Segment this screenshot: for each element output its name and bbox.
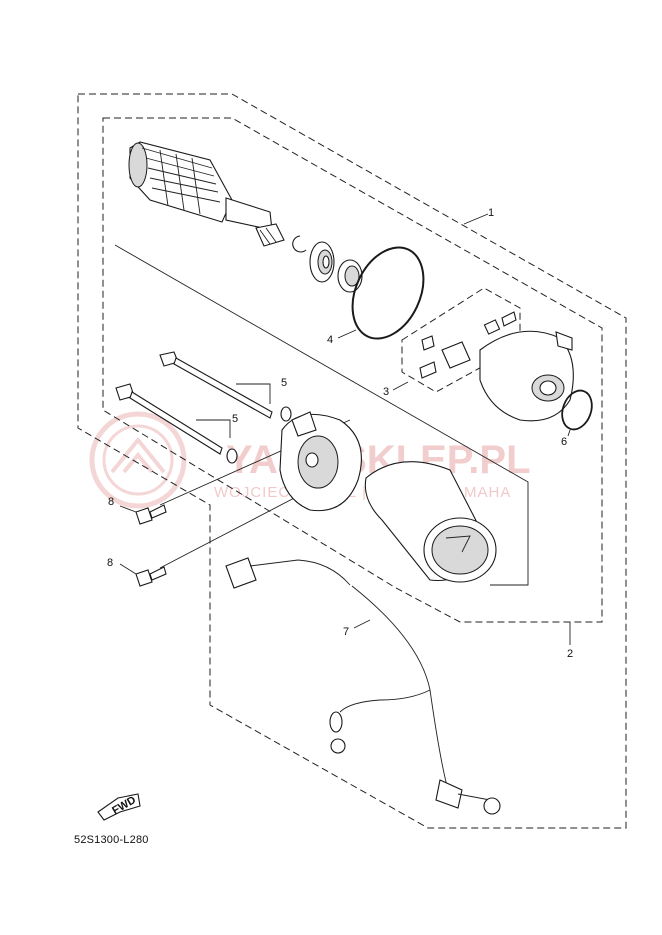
fwd-arrow-icon: FWD bbox=[97, 793, 141, 821]
callout-1: 1 bbox=[488, 207, 494, 219]
bolt-small-lower bbox=[135, 566, 167, 587]
callouts: 1 2 3 4 5 5 6 7 8 8 bbox=[107, 207, 573, 660]
guide-line-bolt-lower bbox=[159, 494, 301, 569]
fwd-label: FWD bbox=[110, 794, 138, 817]
o-ring-small bbox=[561, 389, 593, 431]
armature bbox=[128, 141, 285, 247]
callout-8-lower: 8 bbox=[107, 557, 113, 569]
long-bolt-lower bbox=[115, 383, 238, 464]
brush-holder-set bbox=[419, 311, 517, 379]
callout-8-upper: 8 bbox=[108, 496, 114, 508]
assembly-boundary-outer bbox=[77, 93, 627, 829]
callout-5-upper: 5 bbox=[281, 377, 287, 389]
bolt-small-upper bbox=[135, 504, 167, 525]
o-ring-large bbox=[351, 246, 425, 340]
callout-2: 2 bbox=[567, 648, 573, 660]
oil-seal bbox=[337, 259, 363, 293]
bearing bbox=[309, 241, 335, 283]
watermark-logo bbox=[89, 411, 187, 509]
callout-5-lower: 5 bbox=[232, 413, 238, 425]
rear-cover bbox=[479, 330, 574, 422]
callout-7: 7 bbox=[343, 626, 349, 638]
callout-4: 4 bbox=[327, 334, 333, 346]
wire-lead bbox=[225, 557, 501, 815]
callout-3: 3 bbox=[383, 386, 389, 398]
long-bolt-upper bbox=[159, 351, 292, 422]
guide-line-armature bbox=[114, 244, 529, 586]
circlip bbox=[292, 235, 307, 253]
assembly-boundary-inner bbox=[102, 117, 603, 623]
yoke-housing bbox=[364, 461, 497, 583]
diagram-code: 52S1300-L280 bbox=[74, 834, 149, 846]
watermark-tagline: WOJCIECHOWICZ | DEALER YAMAHA bbox=[214, 484, 511, 501]
callout-6: 6 bbox=[561, 436, 567, 448]
front-cover bbox=[279, 411, 362, 512]
